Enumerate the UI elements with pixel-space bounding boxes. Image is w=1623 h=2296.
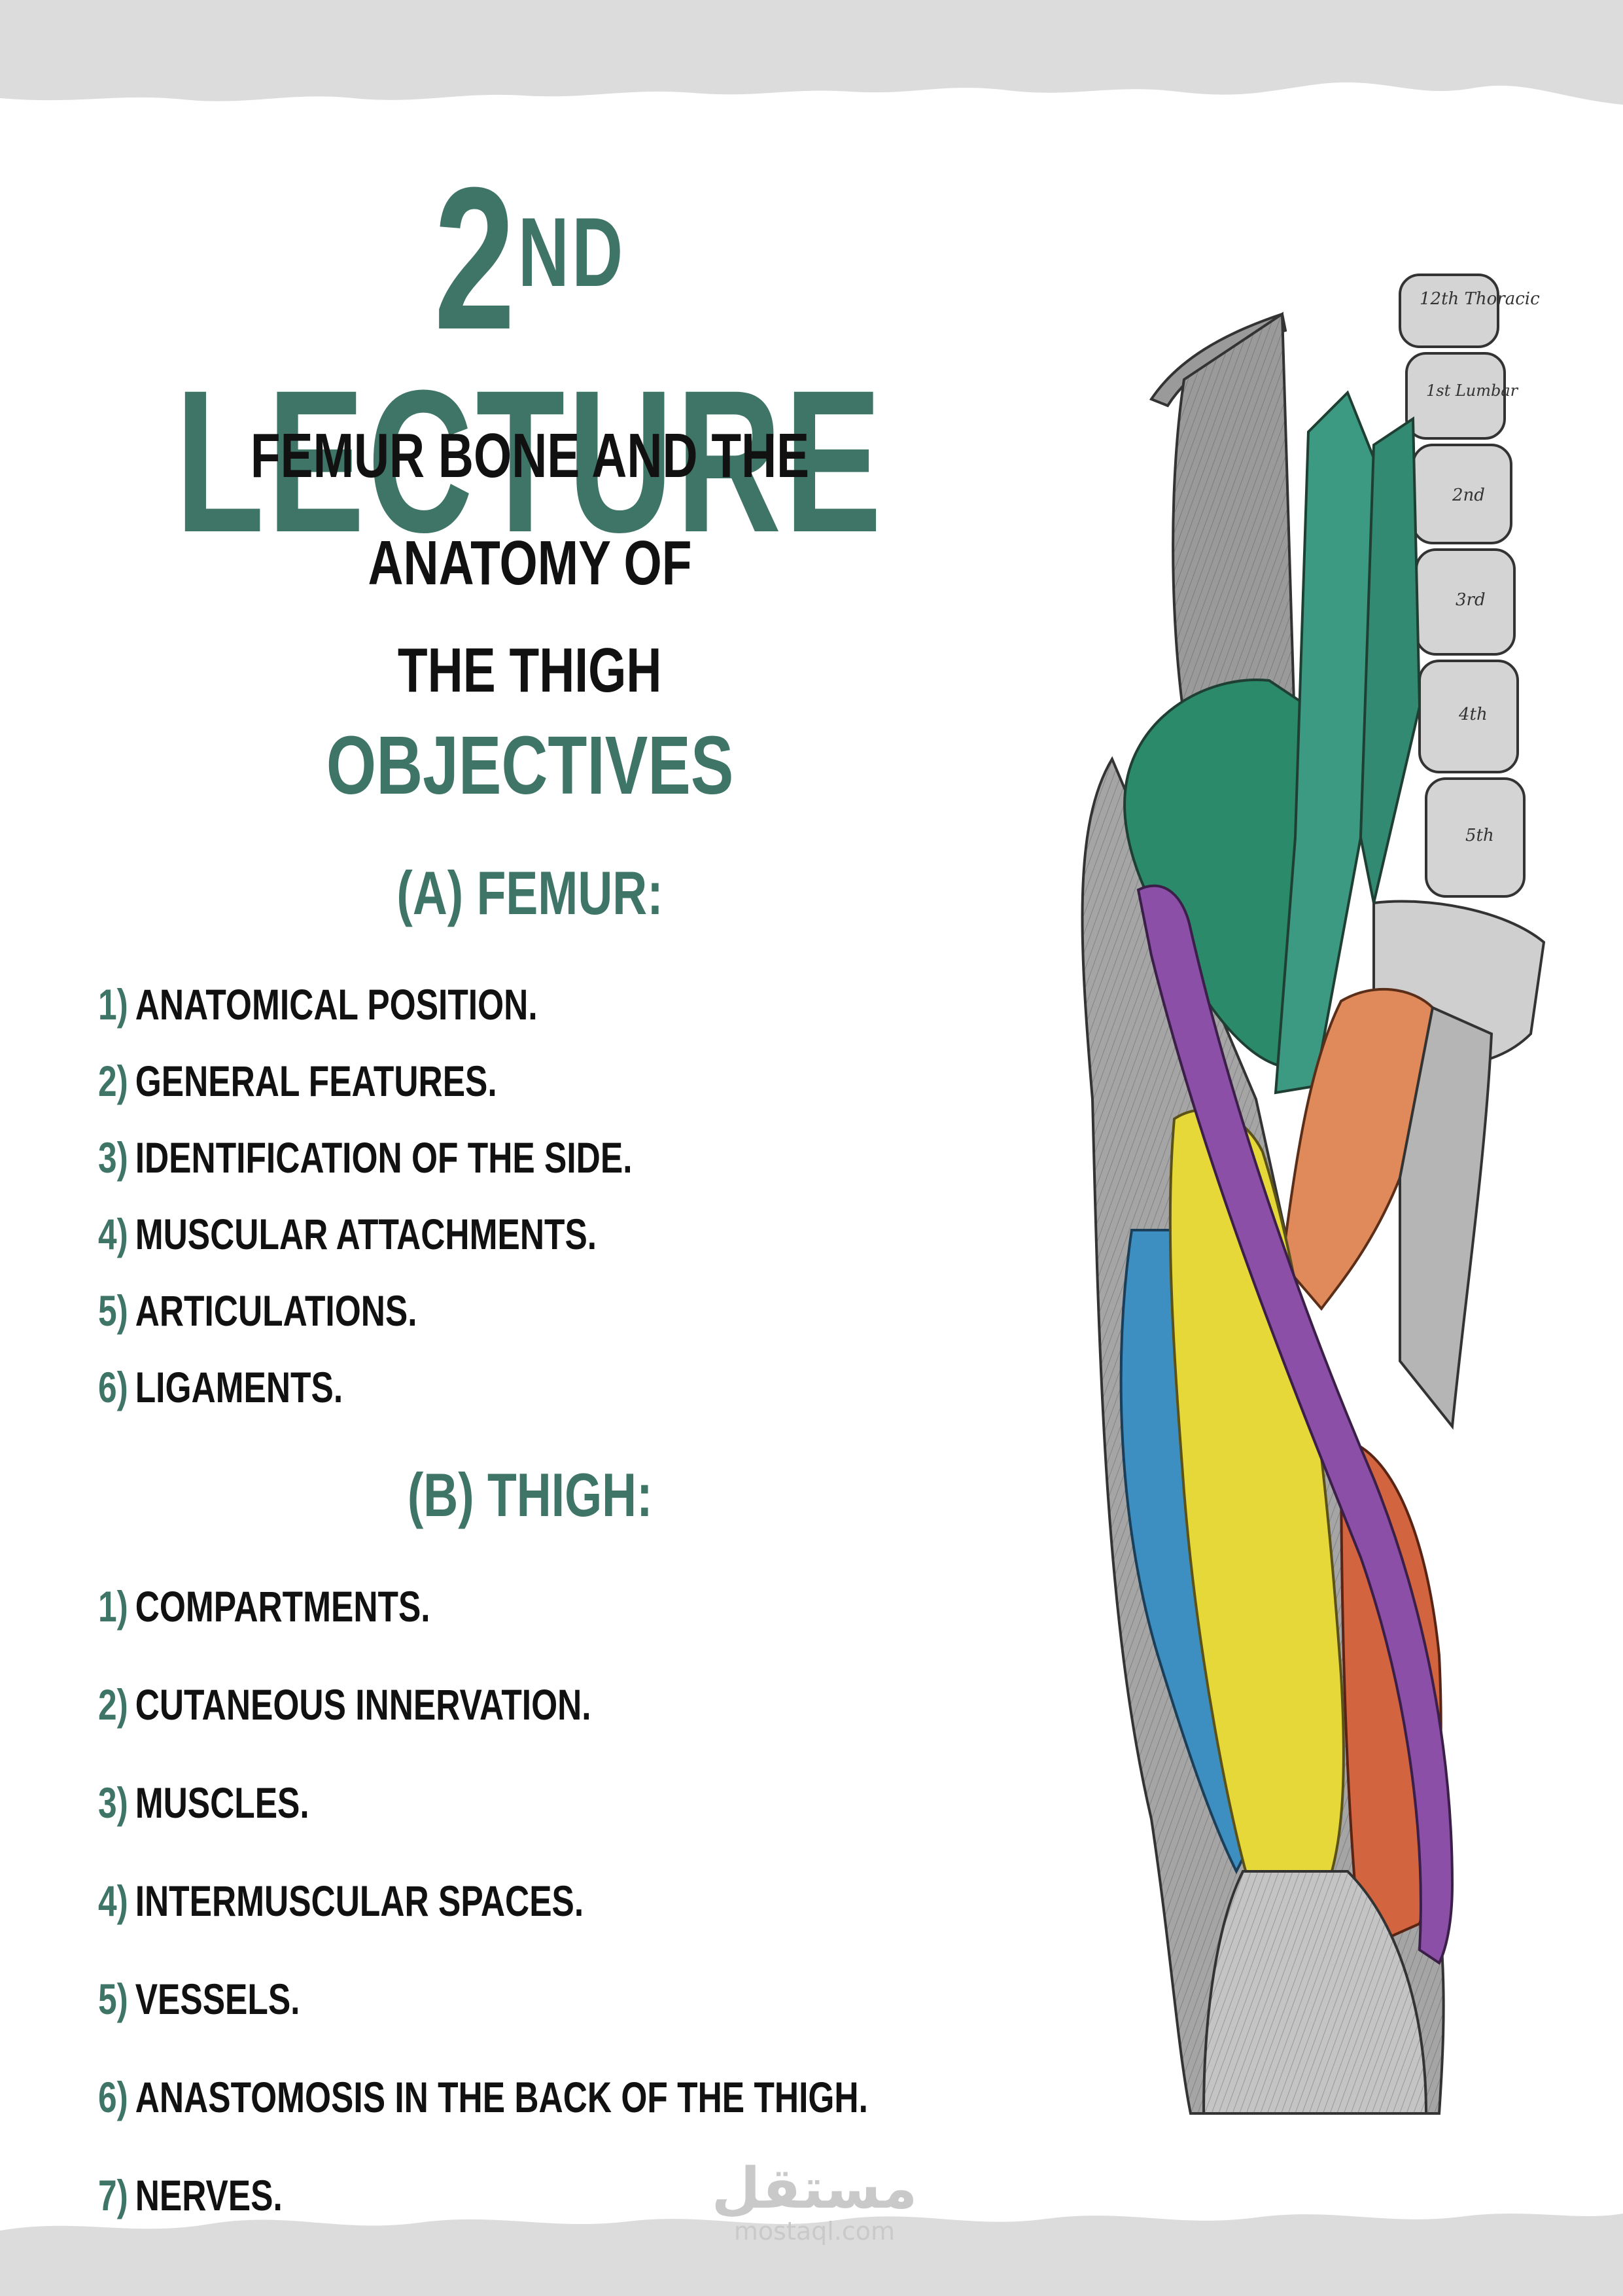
subtitle-line-1: FEMUR BONE AND THE ANATOMY OF <box>250 421 810 598</box>
list-item: 3)IDENTIFICATION OF THE SIDE. <box>98 1133 633 1182</box>
torn-paper-top-edge <box>0 0 1623 105</box>
vertebra-label-3rd: 3rd <box>1456 590 1486 610</box>
thigh-muscles-illustration: 12th Thoracic 1st Lumbar 2nd 3rd 4th 5th <box>1081 274 1546 2115</box>
vertebra-label-12th-thoracic: 12th Thoracic <box>1420 289 1540 309</box>
lecture-number: 2 <box>434 145 518 372</box>
psoas-minor-muscle <box>1359 416 1422 904</box>
list-item: 6)LIGAMENTS. <box>98 1363 343 1411</box>
vertebra-label-2nd: 2nd <box>1452 486 1485 505</box>
lecture-word: LECTURE <box>175 347 885 574</box>
torn-paper-bottom-edge <box>0 2214 1623 2296</box>
lecture-title: 2ND LECTURE <box>148 157 911 563</box>
vertebra-label-1st-lumbar: 1st Lumbar <box>1426 381 1519 400</box>
list-item: 1)ANATOMICAL POSITION. <box>98 980 538 1029</box>
sartorius-muscle <box>1136 884 1454 1965</box>
lecture-ordinal-suffix: ND <box>517 197 626 307</box>
list-item: 1)COMPARTMENTS. <box>98 1582 430 1631</box>
objectives-heading: OBJECTIVES <box>326 719 734 811</box>
subtitle-line-2: THE THIGH <box>398 635 662 705</box>
list-item: 5)VESSELS. <box>98 1975 300 2023</box>
list-item: 5)ARTICULATIONS. <box>98 1286 417 1335</box>
vertebra-label-5th: 5th <box>1465 826 1494 845</box>
adductor-grey <box>1399 1006 1493 1430</box>
list-item: 3)MUSCLES. <box>98 1778 309 1827</box>
watermark-arabic: مستقل <box>711 2156 918 2221</box>
list-item: 6)ANASTOMOSIS IN THE BACK OF THE THIGH. <box>98 2073 868 2121</box>
rectus-femoris-muscle <box>1168 1108 1345 1886</box>
list-item: 4)INTERMUSCULAR SPACES. <box>98 1877 584 1925</box>
list-item: 2)CUTANEOUS INNERVATION. <box>98 1680 591 1729</box>
list-item: 4)MUSCULAR ATTACHMENTS. <box>98 1210 597 1258</box>
femur-section-heading: (A) FEMUR: <box>396 858 663 927</box>
list-item: 2)GENERAL FEATURES. <box>98 1057 497 1105</box>
lecture-subtitle: FEMUR BONE AND THE ANATOMY OF THE THIGH <box>98 402 962 724</box>
watermark-latin: mostaql.com <box>733 2217 896 2246</box>
list-item: 7)NERVES. <box>98 2171 283 2219</box>
vertebra-label-4th: 4th <box>1458 705 1488 724</box>
psoas-muscle <box>1274 390 1376 1095</box>
iliacus-muscle <box>1123 679 1310 1069</box>
pectineus-muscle <box>1280 987 1435 1311</box>
watermark: مستقل mostaql.com <box>710 2159 919 2244</box>
thigh-section-heading: (B) THIGH: <box>407 1460 653 1529</box>
